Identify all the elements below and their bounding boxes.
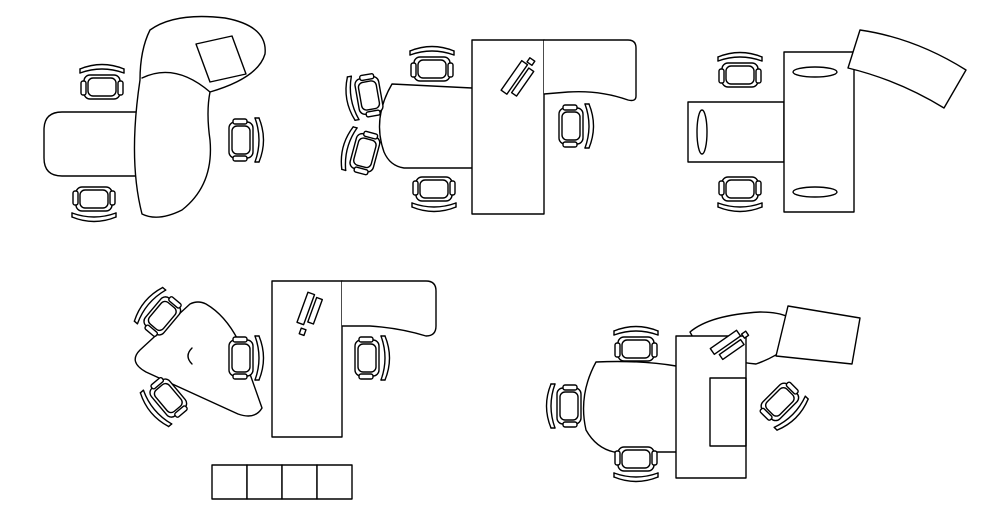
chair <box>755 377 813 435</box>
chair <box>558 103 595 149</box>
chair <box>354 335 391 381</box>
desk-return <box>543 39 637 102</box>
cabinet <box>316 464 353 500</box>
curved-conference-end <box>582 360 677 453</box>
desk-drawer <box>709 377 747 447</box>
triangular-table <box>134 301 263 417</box>
phone-and-papers <box>296 291 324 337</box>
chair <box>411 176 457 213</box>
desk-return <box>341 280 437 337</box>
layout-2 <box>336 39 637 215</box>
chair <box>71 186 117 223</box>
angled-side-table <box>847 29 967 109</box>
chair <box>717 176 763 213</box>
monitor <box>195 35 247 83</box>
layout-1 <box>43 15 266 223</box>
cabinet <box>246 464 283 500</box>
phone-and-papers <box>709 329 750 361</box>
table-detail-arc <box>187 347 193 365</box>
desk-light <box>792 66 838 78</box>
side-table-panel <box>775 305 861 365</box>
chair <box>717 51 763 88</box>
phone-and-papers <box>500 57 536 97</box>
main-desk <box>471 39 545 215</box>
chair <box>545 383 582 429</box>
curved-conference-end <box>378 83 473 169</box>
chair <box>409 45 455 82</box>
main-desk <box>675 335 747 479</box>
desk-light <box>696 109 708 155</box>
chair <box>342 71 386 122</box>
chair <box>613 446 659 483</box>
cabinet <box>281 464 318 500</box>
chair <box>79 63 125 100</box>
cabinet <box>211 464 248 500</box>
chair <box>228 335 265 381</box>
layout-4 <box>130 280 437 438</box>
chair <box>228 117 265 163</box>
desk-return <box>43 111 139 177</box>
storage-units <box>211 464 353 500</box>
chair <box>336 125 383 178</box>
main-desk <box>783 51 855 213</box>
layout-5 <box>545 305 861 483</box>
chair <box>613 325 659 362</box>
layout-3 <box>687 29 967 213</box>
side-return <box>687 101 785 163</box>
desk-edge-curve <box>141 71 211 93</box>
desk-light <box>792 186 838 198</box>
